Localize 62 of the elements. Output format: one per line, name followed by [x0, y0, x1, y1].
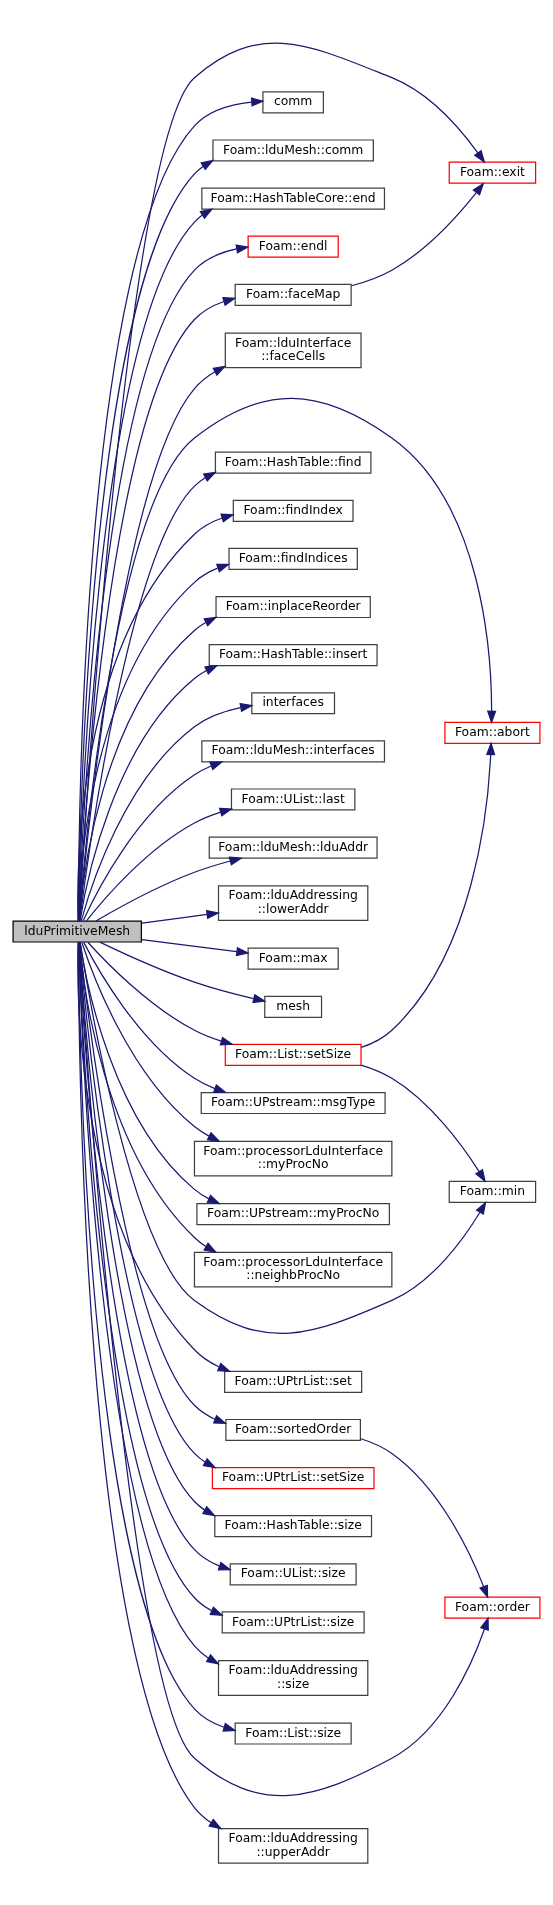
arrow: [141, 938, 250, 956]
node-box: Foam::UList::size: [229, 1562, 357, 1585]
node-box: Foam::List::size: [234, 1721, 352, 1745]
arrow: [79, 941, 221, 1204]
node-box: Foam::findIndex: [232, 499, 354, 522]
node-box: Foam::order: [444, 1596, 541, 1619]
arrow: [79, 941, 487, 1334]
node-box: Foam::abort: [444, 721, 541, 744]
arrow: [95, 856, 243, 922]
arrow: [79, 470, 217, 921]
arrow: [78, 365, 227, 921]
arrow: [80, 702, 254, 921]
node-box: Foam::UPtrList::setSize: [211, 1466, 375, 1489]
node-box: Foam::endl: [247, 235, 339, 258]
node-box: Foam::max: [247, 947, 339, 970]
node-box: interfaces: [251, 691, 336, 714]
arrow: [83, 941, 228, 1093]
arrow: [78, 941, 489, 1796]
node-box: Foam::HashTableCore::end: [201, 187, 386, 210]
arrow: [360, 741, 496, 1048]
node-box: Foam::findIndices: [228, 547, 358, 570]
node-box: Foam::exit: [448, 161, 537, 184]
node-box: Foam::sortedOrder: [225, 1418, 361, 1441]
node-box: Foam::UPtrList::size: [221, 1610, 365, 1634]
node-box: Foam::lduMesh::comm: [212, 138, 374, 162]
arrow: [79, 664, 219, 921]
node-box: Foam::lduAddressing ::lowerAddr: [217, 884, 369, 921]
arrow: [141, 909, 221, 924]
node-box: Foam::lduInterface ::faceCells: [224, 332, 362, 368]
arrow: [350, 181, 485, 286]
node-box: Foam::lduAddressing ::size: [217, 1659, 369, 1696]
node-box: comm: [262, 90, 324, 113]
node-box: Foam::UList::last: [230, 787, 356, 811]
arrow: [78, 941, 218, 1253]
node-box: Foam::HashTable::insert: [208, 643, 378, 666]
node-box: Foam::UPstream::msgType: [200, 1091, 386, 1114]
node-box: Foam::processorLduInterface ::myProcNo: [193, 1140, 393, 1176]
node-box: Foam::lduMesh::interfaces: [201, 739, 386, 762]
node-box: Foam::UPstream::myProcNo: [196, 1202, 390, 1225]
arrow: [78, 616, 218, 921]
node-box: Foam::faceMap: [234, 283, 352, 306]
arrow: [77, 941, 223, 1829]
arrow: [360, 1437, 489, 1599]
node-box: Foam::processorLduInterface ::neighbProcNo: [193, 1251, 393, 1287]
node-box: Foam::HashTable::find: [214, 451, 372, 474]
node-box: Foam::min: [448, 1180, 537, 1203]
node-box: Foam::HashTable::size: [214, 1514, 373, 1537]
node-box: Foam::lduMesh::lduAddr: [208, 836, 378, 859]
arrow: [77, 96, 265, 921]
arrow: [82, 760, 224, 921]
arrow: [360, 1064, 486, 1183]
arrow: [87, 941, 234, 1046]
node-box: Foam::lduAddressing ::upperAddr: [217, 1827, 369, 1864]
node-box: Foam::List::setSize: [224, 1043, 362, 1066]
node-box: lduPrimitiveMesh: [12, 919, 142, 943]
node-box: Foam::inplaceReorder: [215, 595, 371, 618]
arrow: [77, 941, 237, 1732]
node-box: mesh: [264, 995, 323, 1018]
arrow: [81, 941, 221, 1142]
arrow: [85, 807, 234, 922]
node-box: Foam::UPtrList::set: [224, 1370, 363, 1393]
arrow: [99, 941, 267, 1003]
